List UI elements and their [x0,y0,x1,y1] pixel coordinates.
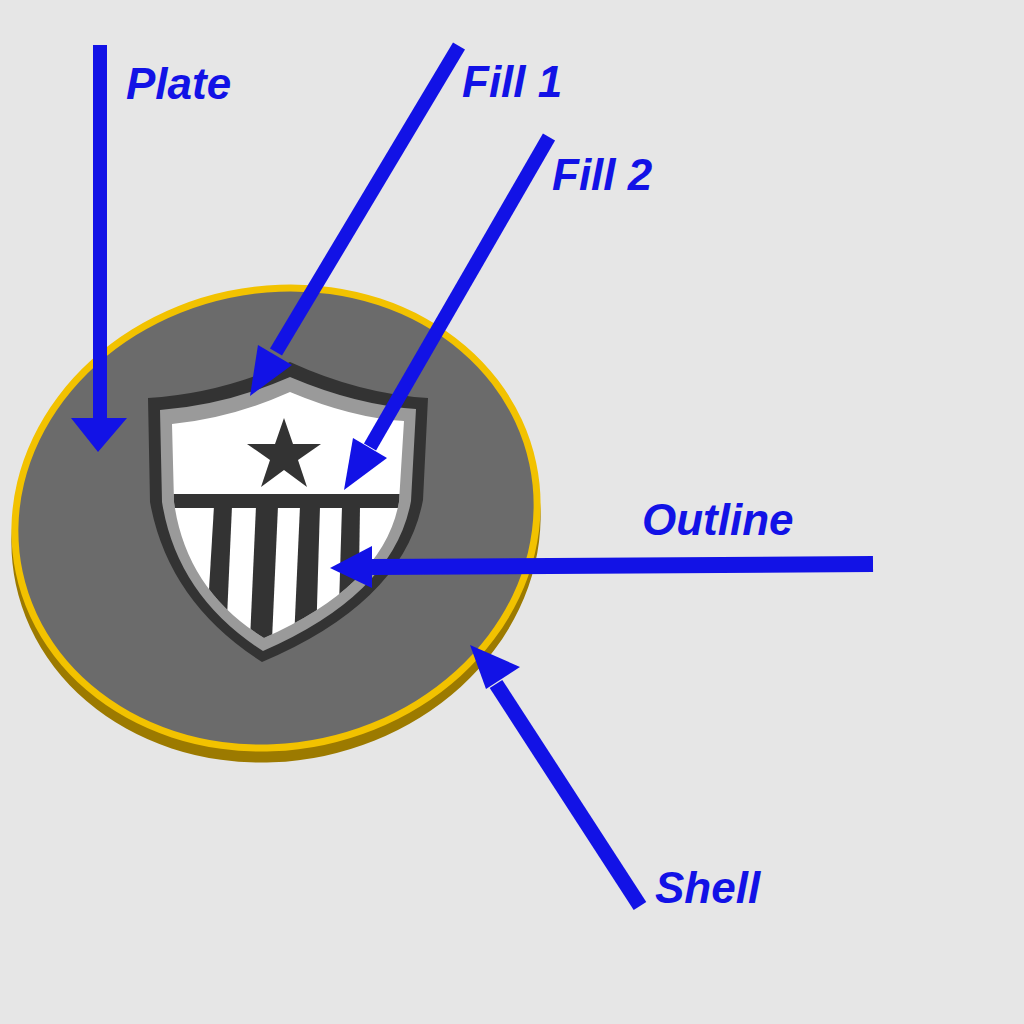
part-label: Outline [642,498,794,542]
part-label: Shell [655,866,760,910]
part-label: Plate [126,62,231,106]
stripe [294,506,320,640]
star [247,418,321,487]
stripe [206,506,232,640]
fill-2 [172,392,404,638]
leader-arrow [496,684,640,906]
fill-1 [160,377,416,651]
stripe-band [160,494,420,508]
arrow-head [344,438,387,490]
stripe [250,506,278,640]
part-label: Fill 1 [462,60,562,104]
arrow-head [250,345,292,396]
leader-arrow [71,45,127,452]
leader-arrow [276,46,459,352]
arrow-head [470,645,520,689]
leader-arrow [372,564,873,567]
part-label: Fill 2 [552,153,652,197]
leader-arrows [71,45,873,906]
arrow-head [330,546,372,588]
leader-arrow [370,137,549,447]
